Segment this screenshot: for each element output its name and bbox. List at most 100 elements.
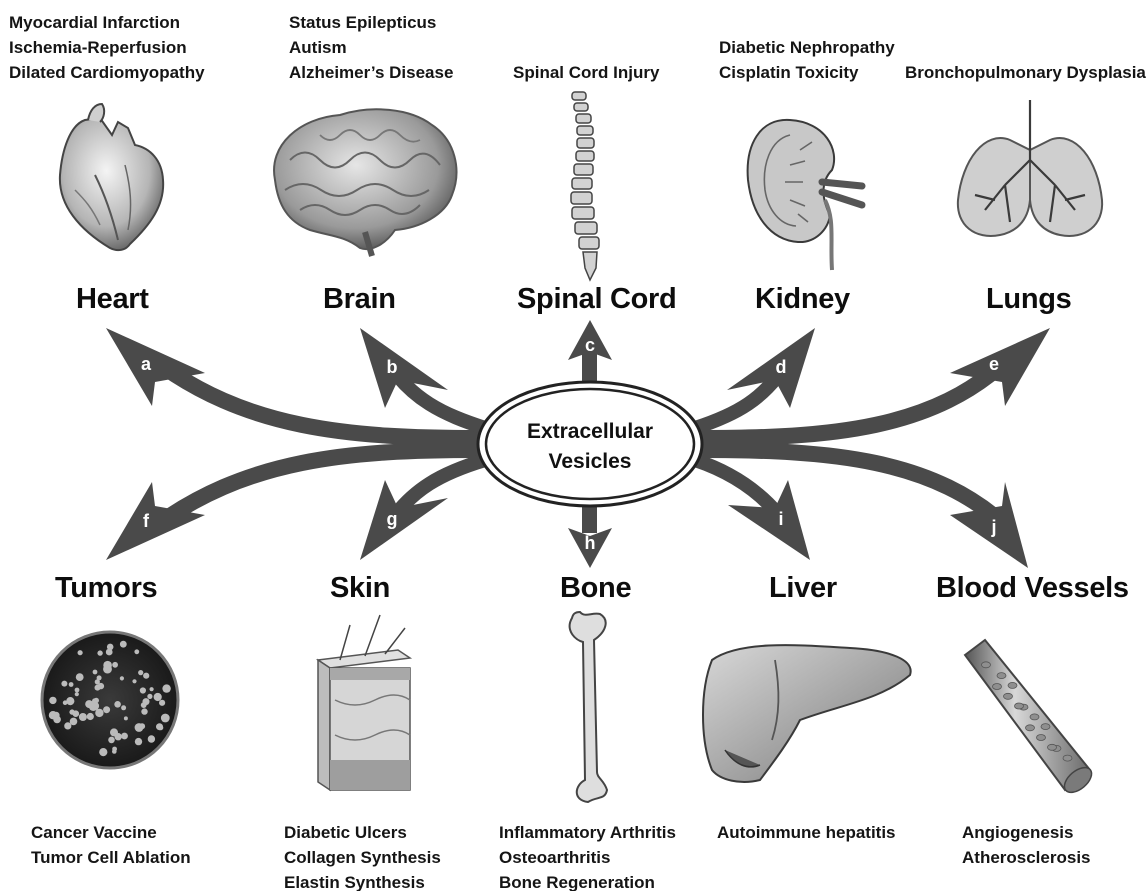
organ-label-spinal-cord: Spinal Cord	[517, 283, 676, 316]
brain-condition-2: Autism	[289, 35, 453, 60]
kidney-conditions: Diabetic Nephropathy Cisplatin Toxicity	[719, 35, 895, 85]
organ-label-lungs: Lungs	[986, 283, 1072, 316]
tumor-texture-dot	[75, 692, 79, 696]
heart-condition-1: Myocardial Infarction	[9, 10, 205, 35]
organ-label-brain: Brain	[323, 283, 396, 316]
skin-conditions: Diabetic Ulcers Collagen Synthesis Elast…	[284, 820, 441, 891]
bone-illustration	[570, 612, 607, 802]
vessel-cell	[997, 673, 1006, 679]
bone-condition-1: Inflammatory Arthritis	[499, 820, 676, 845]
tumor-texture-dot	[139, 723, 145, 729]
tumor-texture-dot	[108, 737, 115, 744]
tumor-texture-dot	[99, 748, 107, 756]
tumor-texture-dot	[156, 695, 161, 700]
vessel-cell	[1008, 682, 1017, 688]
organ-label-skin: Skin	[330, 572, 390, 605]
tumor-texture-dot	[121, 705, 126, 710]
tumor-texture-dot	[78, 650, 83, 655]
bone-condition-2: Osteoarthritis	[499, 845, 676, 870]
tumor-texture-dot	[121, 733, 128, 740]
arrow-d-letter: d	[776, 357, 787, 377]
arrow-e-letter: e	[989, 354, 999, 374]
arrow-i-head	[728, 480, 810, 560]
tumor-texture-dot	[95, 685, 101, 691]
center-label-line2: Vesicles	[549, 450, 632, 473]
lungs-illustration	[958, 100, 1102, 236]
tumors-condition-2: Tumor Cell Ablation	[31, 845, 191, 870]
tumor-texture-dot	[112, 749, 117, 754]
arrow-b-head	[360, 328, 448, 408]
organ-label-bone: Bone	[560, 572, 631, 605]
lungs-condition-1: Bronchopulmonary Dysplasia	[905, 60, 1146, 85]
tumors-conditions: Cancer Vaccine Tumor Cell Ablation	[31, 820, 191, 870]
organ-label-heart: Heart	[76, 283, 149, 316]
skin-condition-3: Elastin Synthesis	[284, 870, 441, 891]
arrow-g-letter: g	[387, 509, 398, 529]
tumors-condition-1: Cancer Vaccine	[31, 820, 191, 845]
tumor-texture-dot	[61, 681, 67, 687]
tumor-texture-dot	[76, 673, 84, 681]
vessel-cell	[1030, 714, 1039, 720]
arrow-b-letter: b	[387, 357, 398, 377]
skin-illustration	[318, 615, 410, 790]
organ-label-liver: Liver	[769, 572, 837, 605]
arrow-h-letter: h	[585, 533, 596, 553]
vessel-cell	[1004, 693, 1013, 699]
arrow-d-head	[727, 328, 815, 408]
tumor-texture-dot	[66, 697, 74, 705]
tumor-texture-dot	[70, 718, 78, 726]
tumor-texture-dot	[110, 728, 118, 736]
organ-label-tumors: Tumors	[55, 572, 157, 605]
tumor-texture-dot	[143, 673, 149, 679]
tumor-texture-dot	[147, 694, 152, 699]
tumor-texture-dot	[140, 687, 146, 693]
arrow-a-head	[106, 328, 205, 406]
tumor-texture-dot	[148, 735, 155, 742]
heart-condition-3: Dilated Cardiomyopathy	[9, 60, 205, 85]
liver-conditions: Autoimmune hepatitis	[717, 820, 896, 845]
kidney-condition-1: Diabetic Nephropathy	[719, 35, 895, 60]
tumor-texture-dot	[49, 697, 56, 704]
tumor-texture-dot	[107, 644, 114, 651]
vessel-cell	[1026, 725, 1035, 731]
tumor-texture-dot	[161, 714, 170, 723]
tumor-texture-dot	[103, 706, 110, 713]
tumor-texture-dot	[135, 738, 142, 745]
heart-condition-2: Ischemia-Reperfusion	[9, 35, 205, 60]
center-label-line1: Extracellular	[527, 420, 653, 443]
tumor-texture-dot	[120, 641, 127, 648]
center-node: Extracellular Vesicles	[478, 382, 702, 506]
tumor-texture-dot	[134, 649, 139, 654]
brain-illustration	[274, 109, 456, 256]
brain-condition-1: Status Epilepticus	[289, 10, 453, 35]
kidney-illustration	[748, 120, 862, 270]
heart-illustration	[60, 104, 163, 250]
vessels-conditions: Angiogenesis Atherosclerosis	[962, 820, 1091, 870]
tumor-texture-dot	[75, 688, 80, 693]
skin-condition-2: Collagen Synthesis	[284, 845, 441, 870]
vessel-cell	[1037, 735, 1046, 741]
tumor-texture-dot	[159, 700, 165, 706]
spinal-condition-1: Spinal Cord Injury	[513, 60, 659, 85]
vessel-cell	[1041, 724, 1050, 730]
lungs-conditions: Bronchopulmonary Dysplasia	[905, 60, 1146, 85]
tumor-texture-dot	[141, 708, 147, 714]
arrow-c-letter: c	[585, 335, 595, 355]
arrow-g-head	[360, 480, 448, 560]
tumor-texture-dot	[158, 725, 163, 730]
tumor-texture-dot	[97, 650, 102, 655]
arrow-f-head	[106, 482, 205, 560]
spine-illustration	[571, 92, 599, 280]
vessels-condition-1: Angiogenesis	[962, 820, 1091, 845]
skin-condition-1: Diabetic Ulcers	[284, 820, 441, 845]
tumor-texture-dot	[69, 682, 74, 687]
tumor-texture-dot	[87, 713, 94, 720]
tumor-texture-dot	[150, 687, 154, 691]
vessel-cell	[1063, 755, 1072, 761]
vessel-cell	[993, 684, 1002, 690]
arrow-a-letter: a	[141, 354, 152, 374]
tumor-texture-dot	[112, 662, 118, 668]
tumor-texture-dot	[162, 684, 170, 692]
